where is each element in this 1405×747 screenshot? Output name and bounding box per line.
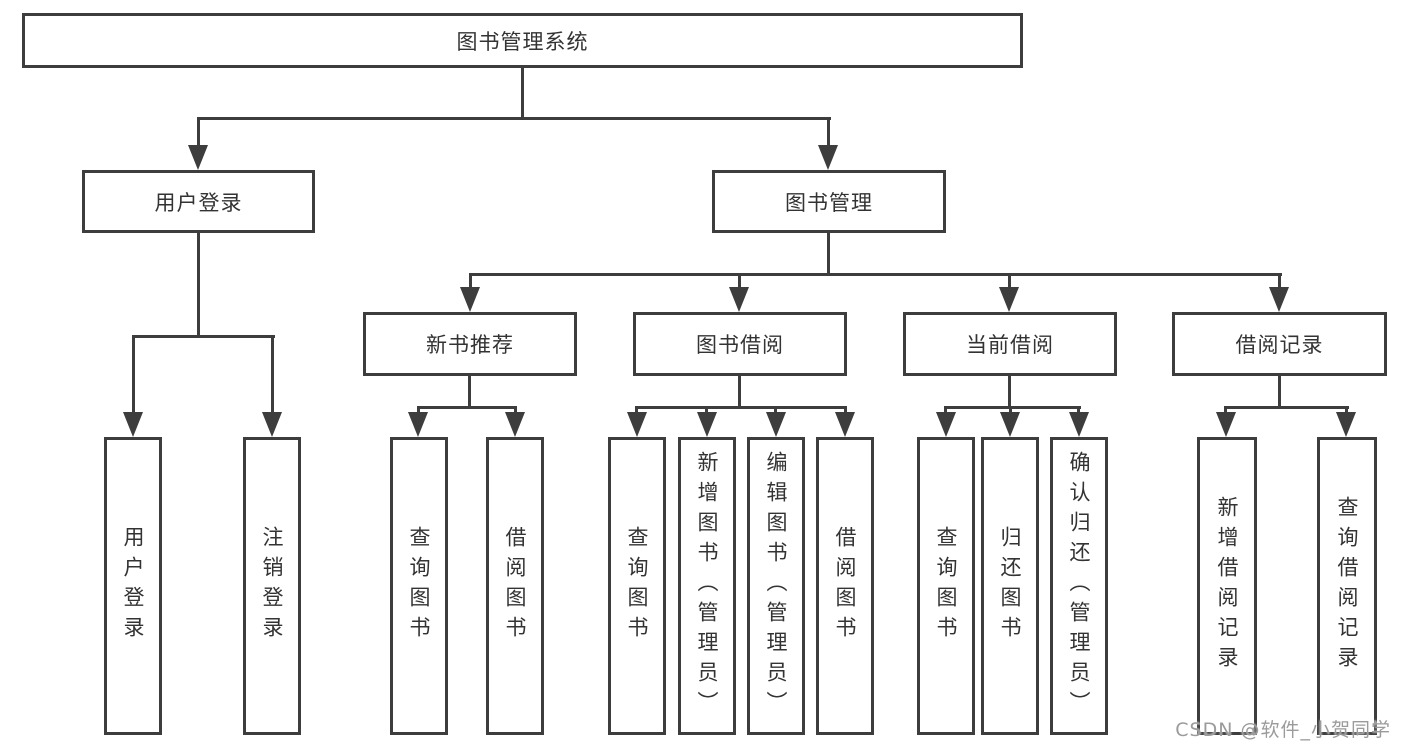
- leaf-add-books-admin: 新增图书（管理员）: [678, 437, 736, 735]
- connector-group-drop: [1008, 273, 1011, 289]
- connector-user-login-drop: [197, 117, 200, 147]
- arrow-down-icon: [1216, 412, 1236, 437]
- arrow-down-icon: [1269, 287, 1289, 312]
- connector-leaf-drop: [1345, 406, 1348, 415]
- connector-group-drop: [738, 273, 741, 289]
- connector-group-drop: [1278, 273, 1281, 289]
- connector-group-stem: [468, 376, 471, 407]
- leaf-confirm-return-admin: 确认归还（管理员）: [1050, 437, 1108, 735]
- node-label: 图书管理系统: [456, 29, 589, 54]
- connector-leaf-drop: [774, 406, 777, 415]
- connector-book-mgmt-stem: [827, 233, 830, 273]
- node-label: 图书管理: [785, 190, 873, 215]
- node-library-management-system: 图书管理系统: [22, 13, 1023, 68]
- connector-group-branch: [635, 406, 847, 409]
- leaf-label: 新增借阅记录: [1215, 496, 1240, 676]
- arrow-down-icon: [262, 412, 282, 437]
- leaf-label: 查询图书: [625, 526, 650, 646]
- connector-user-login-stem: [197, 233, 200, 335]
- leaf-label: 查询图书: [934, 526, 959, 646]
- connector-leaf-drop: [705, 406, 708, 415]
- leaf-label: 确认归还（管理员）: [1067, 451, 1092, 721]
- leaf-edit-books-admin: 编辑图书（管理员）: [747, 437, 805, 735]
- leaf-label: 编辑图书（管理员）: [764, 451, 789, 721]
- leaf-logout: 注销登录: [243, 437, 301, 735]
- leaf-label: 借阅图书: [503, 526, 528, 646]
- connector-group-branch: [417, 406, 517, 409]
- watermark-text: CSDN @软件_小贺同学: [1175, 719, 1391, 741]
- connector-leaf-drop: [1224, 406, 1227, 415]
- arrow-down-icon: [1069, 412, 1089, 437]
- connector-root-stem: [521, 68, 524, 117]
- leaf-query-books-recommend: 查询图书: [390, 437, 448, 735]
- arrow-down-icon: [1336, 412, 1356, 437]
- leaf-label: 用户登录: [121, 526, 146, 646]
- connector-user-login-branch: [132, 335, 275, 338]
- connector-group-stem: [1008, 376, 1011, 407]
- leaf-borrow-books-recommend: 借阅图书: [486, 437, 544, 735]
- node-label: 图书借阅: [696, 333, 784, 357]
- connector-group-stem: [738, 376, 741, 407]
- leaf-user-login: 用户登录: [104, 437, 162, 735]
- arrow-down-icon: [123, 412, 143, 437]
- leaf-borrow-books: 借阅图书: [816, 437, 874, 735]
- connector-book-mgmt-drop: [827, 117, 830, 147]
- connector-leaf-drop: [514, 406, 517, 415]
- node-new-book-recommend: 新书推荐: [363, 312, 577, 376]
- arrow-down-icon: [1000, 412, 1020, 437]
- arrow-down-icon: [818, 145, 838, 170]
- connector-group-stem: [1278, 376, 1281, 407]
- arrow-down-icon: [460, 287, 480, 312]
- node-user-login: 用户登录: [82, 170, 315, 233]
- leaf-label: 借阅图书: [833, 526, 858, 646]
- arrow-down-icon: [936, 412, 956, 437]
- node-label: 借阅记录: [1235, 333, 1324, 357]
- connector-leaf-drop: [271, 335, 274, 414]
- leaf-label: 新增图书（管理员）: [695, 451, 720, 721]
- arrow-down-icon: [408, 412, 428, 437]
- leaf-query-books-borrowing: 查询图书: [608, 437, 666, 735]
- node-label: 当前借阅: [966, 333, 1054, 357]
- arrow-down-icon: [999, 287, 1019, 312]
- leaf-query-borrow-record: 查询借阅记录: [1317, 437, 1377, 735]
- node-book-borrowing: 图书借阅: [633, 312, 847, 376]
- arrow-down-icon: [188, 145, 208, 170]
- leaf-label: 查询图书: [407, 526, 432, 646]
- leaf-label: 注销登录: [260, 526, 285, 646]
- connector-group-branch: [944, 406, 1081, 409]
- connector-leaf-drop: [1009, 406, 1012, 415]
- arrow-down-icon: [766, 412, 786, 437]
- arrow-down-icon: [505, 412, 525, 437]
- connector-group-drop: [469, 273, 472, 289]
- leaf-query-books-current: 查询图书: [917, 437, 975, 735]
- arrow-down-icon: [729, 287, 749, 312]
- connector-leaf-drop: [635, 406, 638, 415]
- connector-leaf-drop: [844, 406, 847, 415]
- leaf-label: 归还图书: [998, 526, 1023, 646]
- node-borrowing-records: 借阅记录: [1172, 312, 1387, 376]
- node-label: 用户登录: [154, 190, 243, 215]
- leaf-add-borrow-record: 新增借阅记录: [1197, 437, 1257, 735]
- connector-root-branch: [197, 117, 831, 120]
- connector-leaf-drop: [132, 335, 135, 414]
- connector-leaf-drop: [1077, 406, 1080, 415]
- node-label: 新书推荐: [426, 333, 514, 357]
- node-current-borrowing: 当前借阅: [903, 312, 1117, 376]
- leaf-return-books: 归还图书: [981, 437, 1039, 735]
- arrow-down-icon: [627, 412, 647, 437]
- arrow-down-icon: [697, 412, 717, 437]
- connector-leaf-drop: [944, 406, 947, 415]
- arrow-down-icon: [835, 412, 855, 437]
- connector-book-mgmt-branch: [469, 273, 1282, 276]
- connector-group-branch: [1224, 406, 1349, 409]
- leaf-label: 查询借阅记录: [1335, 496, 1360, 676]
- connector-leaf-drop: [417, 406, 420, 415]
- node-book-management: 图书管理: [712, 170, 946, 233]
